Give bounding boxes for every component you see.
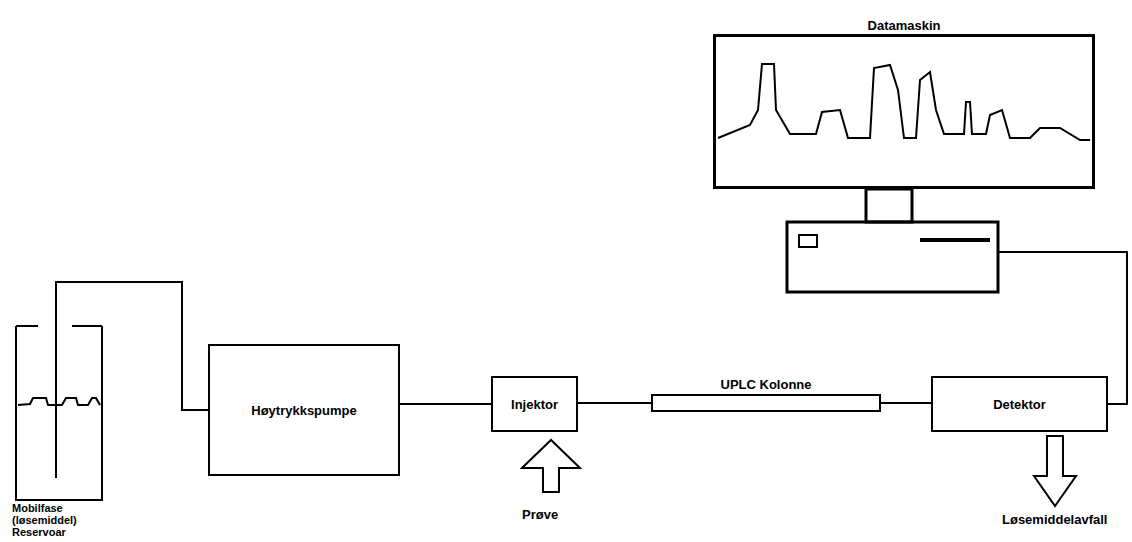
beaker <box>16 326 102 500</box>
sample-arrow <box>522 440 580 492</box>
node-label: Mobilfase (løsemiddel) Reservoar <box>12 502 106 538</box>
tube-connector <box>578 402 651 404</box>
node-label: Datamaskin <box>868 18 941 33</box>
injector-box: Injektor <box>491 376 578 432</box>
sample-label: Prøve <box>522 507 558 522</box>
node-label: Detektor <box>993 397 1046 412</box>
node-label: Injektor <box>511 397 558 412</box>
column-box: UPLC Kolonne <box>651 394 881 412</box>
waste-label: Løsemiddelavfall <box>1002 512 1107 527</box>
detector-box: Detektor <box>931 376 1108 432</box>
waste-arrow <box>1034 436 1076 506</box>
node-label: UPLC Kolonne <box>721 377 812 392</box>
tube-connector <box>56 282 208 410</box>
computer-tower <box>787 189 1095 292</box>
monitor-box: Datamaskin <box>713 34 1095 189</box>
tube-connector <box>400 403 491 405</box>
tube-connector <box>881 402 931 404</box>
reservoir: Mobilfase (løsemiddel) Reservoar <box>14 326 104 500</box>
pump-box: Høytrykkspumpe <box>208 344 400 476</box>
chromatogram <box>718 64 1090 140</box>
node-label: Høytrykkspumpe <box>251 403 356 418</box>
